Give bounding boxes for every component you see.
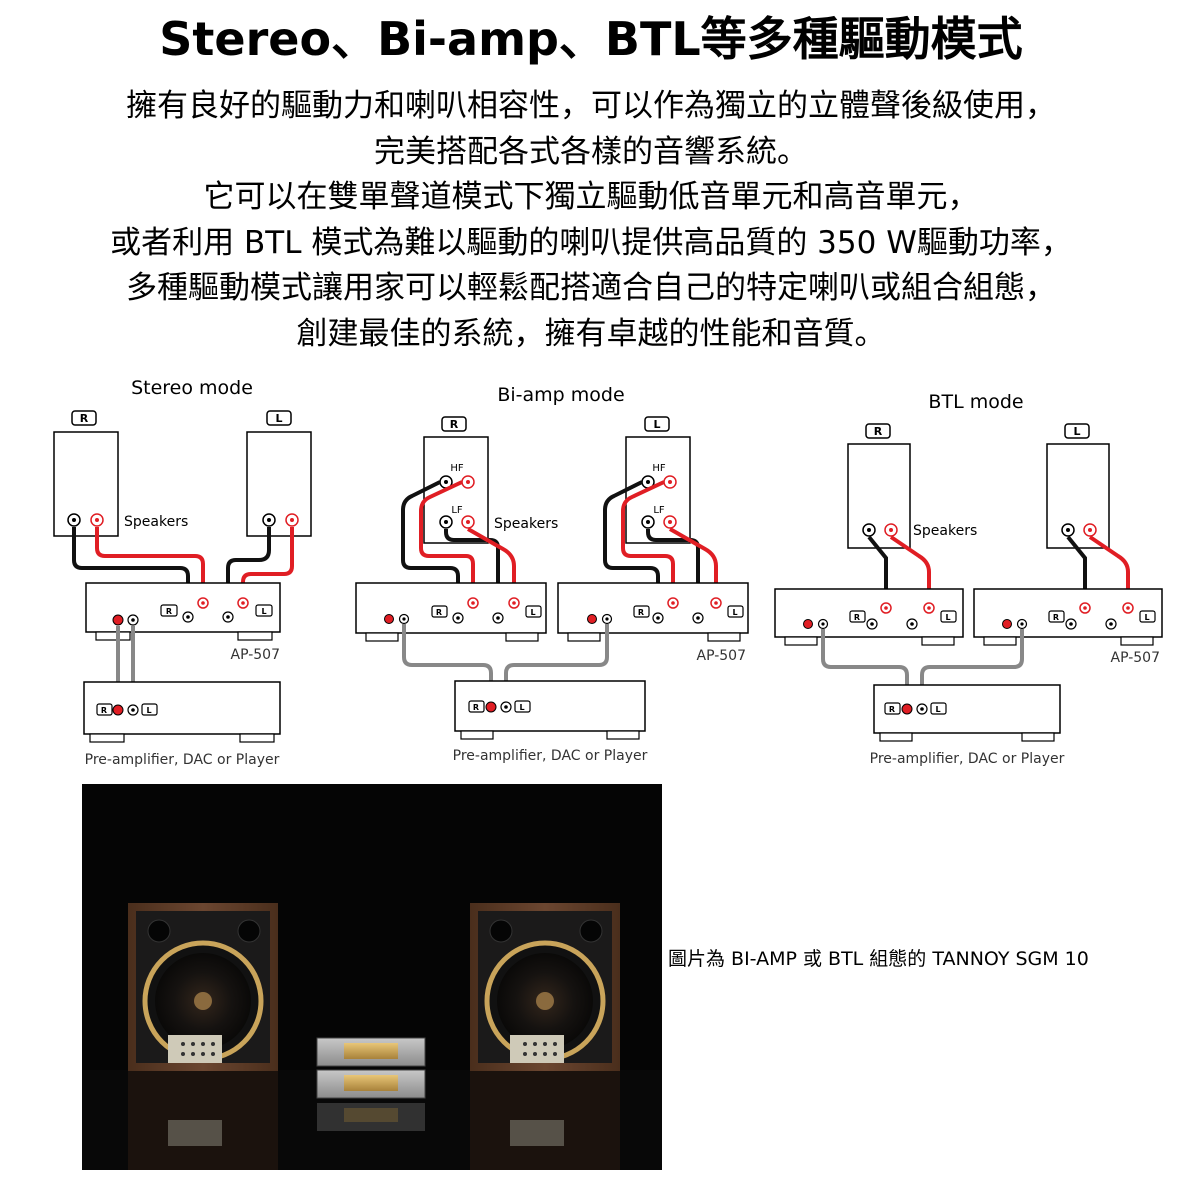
speaker-right <box>847 443 911 549</box>
red-cable <box>621 480 675 598</box>
red-cable <box>241 527 294 598</box>
intro-line: 擁有良好的驅動力和喇叭相容性，可以作為獨立的立體聲後級使用， <box>126 88 1056 124</box>
amp-model-label: AP-507 <box>697 648 747 664</box>
intro-line: 完美搭配各式各樣的音響系統。 <box>374 133 808 170</box>
speaker-left <box>625 436 691 544</box>
stereo-diagram: Stereo mode R Speakers L R L AP-507 <box>53 377 312 768</box>
speaker-right <box>423 436 489 544</box>
hf-label: HF <box>450 463 464 474</box>
channel-badge-label: R <box>450 418 459 431</box>
red-cable <box>467 527 516 598</box>
amp-ap507 <box>774 588 964 638</box>
source-label: Pre-amplifier, DAC or Player <box>85 752 280 768</box>
black-cable <box>226 527 271 612</box>
channel-badge-label: R <box>101 706 107 715</box>
channel-badge-label: L <box>935 705 940 714</box>
biamp-diagram: Bi-amp mode R HF LF Speakers L HF LF <box>355 384 749 764</box>
red-cable <box>419 480 475 598</box>
btl-title: BTL mode <box>928 391 1023 413</box>
intro-text: 擁有良好的驅動力和喇叭相容性，可以作為獨立的立體聲後級使用， 完美搭配各式各樣的… <box>0 84 1182 357</box>
rca-cable <box>402 624 493 708</box>
channel-badge-l <box>266 410 292 426</box>
channel-badge-label: R <box>1053 613 1059 622</box>
channel-badge-label: R <box>638 608 644 617</box>
hf-label: HF <box>652 463 666 474</box>
speakers-label: Speakers <box>494 516 558 532</box>
channel-badge-label: R <box>854 613 860 622</box>
rca-cable <box>821 629 909 710</box>
intro-line: 多種驅動模式讓用家可以輕鬆配搭適合自己的特定喇叭或組合組態， <box>126 270 1056 306</box>
speaker-right <box>53 431 119 537</box>
intro-line: 或者利用 BTL 模式為難以驅動的喇叭提供高品質的 350 W驅動功率， <box>110 224 1072 261</box>
source-device <box>454 680 646 732</box>
product-photo <box>82 784 662 1170</box>
black-cable <box>603 480 660 613</box>
amp-model-label: AP-507 <box>231 647 281 663</box>
red-cable <box>889 535 931 604</box>
channel-badge-label: L <box>530 608 535 617</box>
black-cable <box>72 527 190 612</box>
intro-line: 它可以在雙單聲道模式下獨立驅動低音單元和高音單元， <box>203 179 979 215</box>
speaker-left <box>246 431 312 537</box>
btl-diagram: BTL mode R Speakers L R L <box>774 391 1163 767</box>
source-label: Pre-amplifier, DAC or Player <box>453 748 648 764</box>
amp-model-label: AP-507 <box>1111 650 1161 666</box>
channel-badge-r <box>71 410 97 426</box>
channel-badge-label: L <box>275 412 282 425</box>
speakers-label: Speakers <box>124 514 188 530</box>
channel-badge-label: R <box>889 705 895 714</box>
amp-ap507 <box>973 588 1163 638</box>
speakers-label: Speakers <box>913 523 977 539</box>
channel-badge-label: L <box>945 613 950 622</box>
intro-line: 創建最佳的系統，擁有卓越的性能和音質。 <box>296 315 886 352</box>
channel-badge-label: L <box>519 703 524 712</box>
channel-badge-label: L <box>732 608 737 617</box>
amp-ap507 <box>355 582 547 634</box>
lf-label: LF <box>451 505 463 516</box>
source-label: Pre-amplifier, DAC or Player <box>870 751 1065 767</box>
speaker-cabinet-left <box>128 903 278 1170</box>
black-cable <box>401 480 460 613</box>
channel-badge-label: R <box>80 412 89 425</box>
headline: Stereo、Bi-amp、BTL等多種驅動模式 <box>159 12 1023 66</box>
channel-badge-label: R <box>874 425 883 438</box>
channel-badge-label: R <box>166 607 172 616</box>
stereo-title: Stereo mode <box>131 377 253 399</box>
channel-badge-label: L <box>261 607 266 616</box>
channel-badge-label: R <box>436 608 442 617</box>
channel-badge-label: L <box>653 418 660 431</box>
red-cable <box>669 527 718 598</box>
biamp-title: Bi-amp mode <box>497 384 624 406</box>
channel-badge-label: R <box>473 703 479 712</box>
lf-label: LF <box>653 505 665 516</box>
channel-badge-label: L <box>1073 425 1080 438</box>
amp-ap507 <box>557 582 749 634</box>
rca-cable <box>920 629 1024 710</box>
speaker-left <box>1046 443 1110 549</box>
channel-badge-label: L <box>1144 613 1149 622</box>
stacked-amplifiers <box>316 1037 426 1131</box>
red-cable <box>95 527 205 598</box>
channel-badge-label: L <box>146 706 151 715</box>
photo-caption: 圖片為 BI-AMP 或 BTL 組態的 TANNOY SGM 10 <box>668 948 1089 970</box>
speaker-cabinet-right <box>470 903 620 1170</box>
red-cable <box>1088 535 1130 604</box>
rca-cable <box>504 624 609 708</box>
